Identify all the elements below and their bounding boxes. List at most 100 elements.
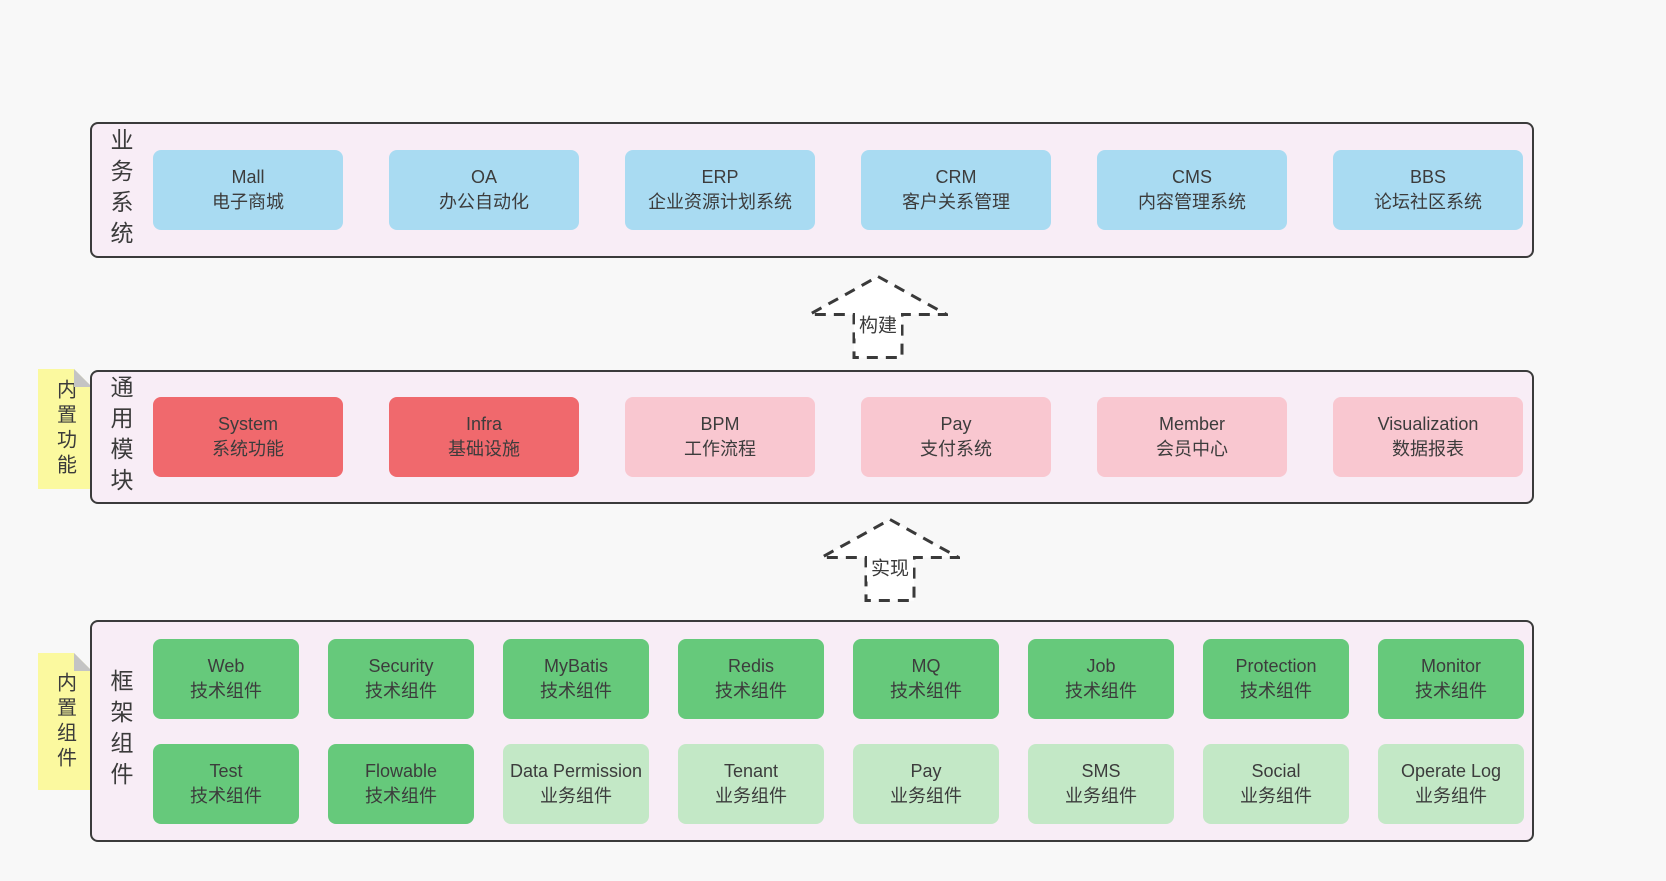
box-title: Test	[209, 760, 243, 781]
box-title: CMS	[1172, 167, 1212, 187]
layer-content: Web 技术组件 Security 技术组件 MyBatis 技术组件 Redi…	[148, 638, 1532, 824]
box-subtitle: 技术组件	[1415, 680, 1487, 701]
layer-label-text: 通用模块	[107, 375, 133, 499]
box-subtitle: 业务组件	[715, 785, 787, 806]
layer-label-text: 业务系统	[107, 128, 133, 252]
box-subtitle: 技术组件	[190, 680, 262, 701]
box-title: SMS	[1081, 760, 1121, 781]
layer-business-systems: 业务系统 Mall 电子商城 OA 办公自动化 ERP 企业资源计划系统 CRM	[90, 122, 1534, 258]
box-security: Security 技术组件	[328, 638, 474, 719]
box-monitor: Monitor 技术组件	[1378, 638, 1524, 719]
box-subtitle: 电子商城	[212, 192, 284, 212]
box-subtitle: 论坛社区系统	[1374, 192, 1482, 212]
box-title: Web	[207, 655, 245, 676]
sticky-note-label: 内置功能	[53, 379, 76, 479]
box-subtitle: 技术组件	[365, 785, 437, 806]
layer-label: 框架组件	[92, 622, 148, 840]
box-subtitle: 技术组件	[365, 680, 437, 701]
box-subtitle: 技术组件	[715, 680, 787, 701]
box-title: BPM	[700, 414, 740, 434]
box-member: Member 会员中心	[1097, 397, 1287, 477]
box-bbs: BBS 论坛社区系统	[1333, 150, 1523, 230]
box-title: Security	[368, 655, 434, 676]
box-subtitle: 工作流程	[684, 439, 756, 459]
box-title: Social	[1251, 760, 1301, 781]
box-title: Mall	[231, 167, 265, 187]
box-bpm: BPM 工作流程	[625, 397, 815, 477]
arrow-up-implement: 实现	[820, 518, 960, 602]
box-subtitle: 业务组件	[1415, 785, 1487, 806]
box-test: Test 技术组件	[153, 743, 299, 824]
box-title: MQ	[911, 655, 941, 676]
box-visualization: Visualization 数据报表	[1333, 397, 1523, 477]
box-oa: OA 办公自动化	[389, 150, 579, 230]
box-subtitle: 数据报表	[1392, 439, 1464, 459]
box-title: CRM	[935, 167, 977, 187]
box-web: Web 技术组件	[153, 638, 299, 719]
box-title: Redis	[727, 655, 775, 676]
box-operate-log: Operate Log 业务组件	[1378, 743, 1524, 824]
box-title: MyBatis	[543, 655, 608, 676]
box-protection: Protection 技术组件	[1203, 638, 1349, 719]
box-title: BBS	[1409, 167, 1447, 187]
box-redis: Redis 技术组件	[678, 638, 824, 719]
box-title: System	[217, 414, 278, 434]
box-title: Infra	[465, 414, 503, 434]
box-row: System 系统功能 Infra 基础设施 BPM 工作流程 Pay 支付系统…	[153, 397, 1532, 477]
box-title: Job	[1086, 655, 1116, 676]
box-title: Flowable	[364, 760, 438, 781]
box-erp: ERP 企业资源计划系统	[625, 150, 815, 230]
box-mall: Mall 电子商城	[153, 150, 343, 230]
sticky-note-builtin-components: 内置组件	[38, 653, 92, 790]
box-sms: SMS 业务组件	[1028, 743, 1174, 824]
box-tenant: Tenant 业务组件	[678, 743, 824, 824]
box-subtitle: 客户关系管理	[902, 192, 1010, 212]
layer-label-text: 框架组件	[107, 669, 133, 793]
box-row: Mall 电子商城 OA 办公自动化 ERP 企业资源计划系统 CRM 客户关系…	[153, 150, 1532, 230]
box-subtitle: 业务组件	[1065, 785, 1137, 806]
box-subtitle: 技术组件	[1240, 680, 1312, 701]
layer-label: 通用模块	[92, 372, 148, 502]
box-subtitle: 技术组件	[890, 680, 962, 701]
box-title: Member	[1158, 414, 1225, 434]
box-subtitle: 企业资源计划系统	[648, 192, 792, 212]
box-crm: CRM 客户关系管理	[861, 150, 1051, 230]
box-title: OA	[470, 167, 497, 187]
box-cms: CMS 内容管理系统	[1097, 150, 1287, 230]
box-subtitle: 系统功能	[212, 439, 284, 459]
box-title: Pay	[940, 414, 972, 434]
box-title: Pay	[910, 760, 942, 781]
box-data-permission: Data Permission 业务组件	[503, 743, 649, 824]
box-title: Visualization	[1377, 414, 1479, 434]
layer-content: Mall 电子商城 OA 办公自动化 ERP 企业资源计划系统 CRM 客户关系…	[148, 150, 1532, 230]
box-subtitle: 会员中心	[1156, 439, 1228, 459]
sticky-note-builtin-features: 内置功能	[38, 369, 92, 489]
box-flowable: Flowable 技术组件	[328, 743, 474, 824]
box-row-business: Test 技术组件 Flowable 技术组件 Data Permission …	[153, 743, 1532, 824]
box-subtitle: 业务组件	[540, 785, 612, 806]
arrow-up-build: 构建	[808, 275, 948, 359]
box-mybatis: MyBatis 技术组件	[503, 638, 649, 719]
box-pay-component: Pay 业务组件	[853, 743, 999, 824]
box-subtitle: 基础设施	[448, 439, 520, 459]
sticky-note-label: 内置组件	[53, 671, 76, 772]
box-subtitle: 业务组件	[1240, 785, 1312, 806]
box-title: Data Permission	[509, 760, 643, 781]
box-subtitle: 支付系统	[920, 439, 992, 459]
layer-label: 业务系统	[92, 124, 148, 256]
box-job: Job 技术组件	[1028, 638, 1174, 719]
arrow-label: 实现	[866, 552, 914, 582]
box-pay-module: Pay 支付系统	[861, 397, 1051, 477]
box-subtitle: 技术组件	[1065, 680, 1137, 701]
box-title: Protection	[1235, 655, 1317, 676]
box-row-technical: Web 技术组件 Security 技术组件 MyBatis 技术组件 Redi…	[153, 638, 1532, 719]
layer-framework-components: 框架组件 Web 技术组件 Security 技术组件 MyBatis 技术组件…	[90, 620, 1534, 842]
box-system: System 系统功能	[153, 397, 343, 477]
arrow-label: 构建	[854, 309, 902, 339]
box-subtitle: 办公自动化	[439, 192, 529, 212]
box-mq: MQ 技术组件	[853, 638, 999, 719]
box-social: Social 业务组件	[1203, 743, 1349, 824]
box-title: Monitor	[1420, 655, 1482, 676]
layer-common-modules: 通用模块 System 系统功能 Infra 基础设施 BPM 工作流程 Pay	[90, 370, 1534, 504]
